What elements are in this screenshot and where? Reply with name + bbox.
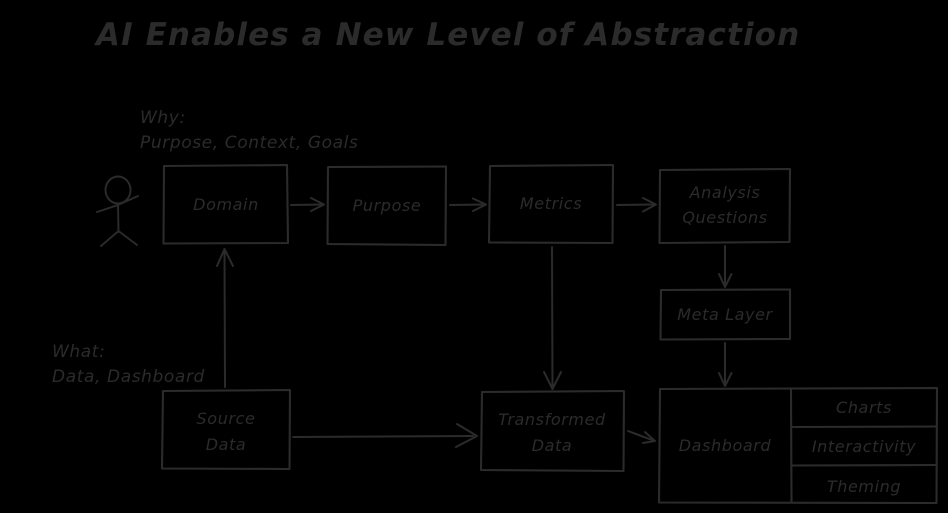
edge-source-data-to-transformed-data	[292, 423, 478, 448]
node-domain-label: Domain	[193, 195, 259, 214]
node-metrics-label: Metrics	[520, 194, 582, 213]
node-transformed-data[interactable]: Transformed Data	[479, 389, 626, 473]
annotation-why-line2: Purpose, Context, Goals	[140, 133, 358, 153]
node-domain[interactable]: Domain	[162, 163, 290, 245]
node-metrics[interactable]: Metrics	[487, 163, 615, 245]
annotation-what-line2: Data, Dashboard	[52, 367, 205, 387]
node-interactivity-label: Interactivity	[812, 437, 916, 456]
node-interactivity[interactable]: Interactivity	[812, 437, 916, 456]
edge-transformed-data-to-dashboard	[627, 430, 656, 444]
node-theming-label: Theming	[827, 477, 901, 496]
annotation-what-line1: What:	[52, 342, 105, 362]
node-dashboard[interactable]: Dashboard	[679, 436, 772, 455]
edge-source-data-to-domain	[216, 248, 234, 388]
annotation-what: What: Data, Dashboard	[52, 342, 205, 387]
node-meta-layer[interactable]: Meta Layer	[659, 288, 792, 341]
node-charts[interactable]: Charts	[836, 398, 892, 417]
node-source-data[interactable]: Source Data	[160, 388, 292, 471]
edge-purpose-to-metrics	[449, 197, 487, 212]
node-source-data-label-line2: Data	[206, 435, 247, 454]
node-dashboard-cluster: Dashboard Charts Interactivity Theming	[657, 386, 939, 505]
node-analysis-questions-label-line2: Questions	[682, 208, 767, 227]
node-source-data-label-line1: Source	[197, 409, 256, 428]
node-transformed-data-label-line1: Transformed	[498, 410, 606, 429]
edge-meta-layer-to-dashboard	[718, 342, 733, 387]
node-meta-layer-label: Meta Layer	[677, 305, 773, 324]
node-dashboard-label: Dashboard	[679, 436, 772, 455]
edge-analysis-questions-to-meta-layer	[718, 245, 733, 288]
edge-metrics-to-analysis-questions	[616, 197, 657, 213]
node-theming[interactable]: Theming	[827, 477, 901, 496]
annotation-why: Why: Purpose, Context, Goals	[140, 108, 358, 153]
node-analysis-questions-label-line1: Analysis	[689, 183, 761, 202]
edge-domain-to-purpose	[290, 197, 325, 212]
node-charts-label: Charts	[836, 398, 892, 417]
node-transformed-data-label-line2: Data	[532, 436, 573, 455]
node-analysis-questions[interactable]: Analysis Questions	[658, 167, 792, 245]
edge-metrics-to-transformed-data	[543, 246, 562, 390]
node-purpose-label: Purpose	[353, 196, 422, 215]
page-title: AI Enables a New Level of Abstraction	[93, 17, 800, 53]
node-purpose[interactable]: Purpose	[326, 165, 448, 247]
annotation-why-line1: Why:	[140, 108, 186, 128]
stick-figure-icon	[96, 175, 139, 247]
